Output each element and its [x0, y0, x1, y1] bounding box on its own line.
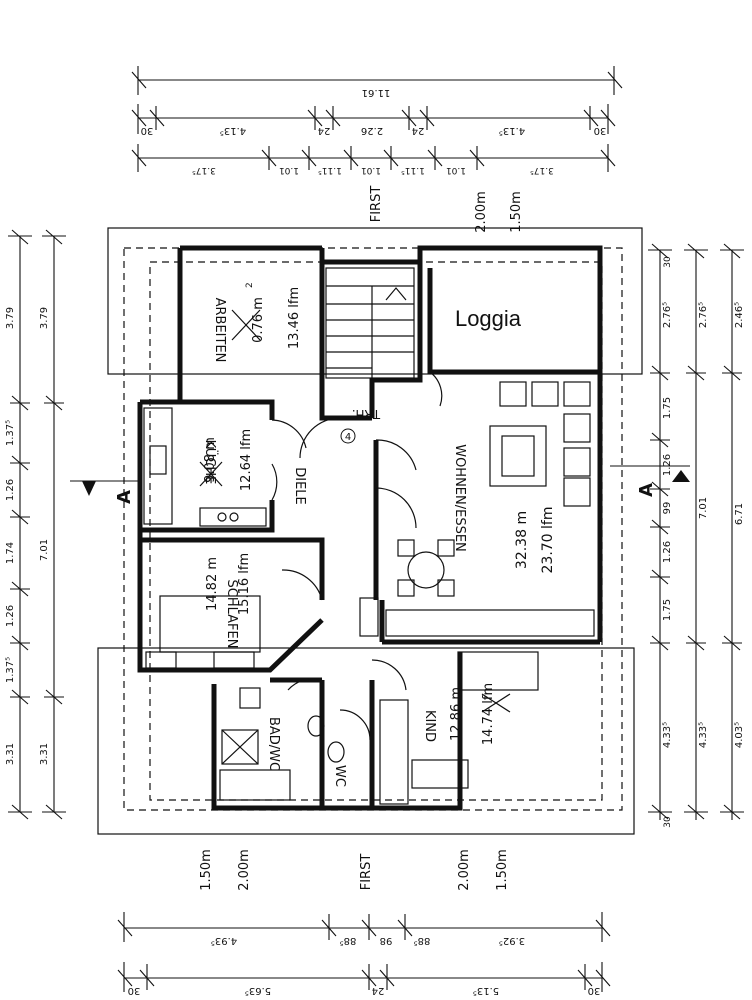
dim-right-o-4: 99 [662, 502, 673, 515]
dim-left-o-0: 3.79 [5, 307, 16, 329]
left-dimensions: 3.79 1.37⁵ 1.26 1.74 1.26 1.37⁵ 3.31 3.7… [5, 229, 66, 820]
stair-number: 4 [345, 432, 351, 443]
doors [271, 371, 443, 741]
right-dimensions: 30 2.76⁵ 1.75 1.26 99 1.26 1.75 4.33⁵ 30… [648, 243, 745, 828]
room-kuche-lfm: 12.64 lfm [239, 429, 254, 491]
top-dimensions: 11.61 30 4.13⁵ 24 2.26 24 4.13⁵ 30 3.17⁵… [131, 66, 623, 175]
dim-right-t-1: 6.71 [734, 503, 745, 525]
dim-right-i-1: 7.01 [698, 497, 709, 519]
dim-bottom-r2-3: 5.13⁵ [473, 985, 499, 996]
dim-top-r2-5: 4.13⁵ [499, 125, 525, 136]
dim-top-r2-4: 24 [412, 125, 425, 136]
roof-first-bottom: FIRST [359, 854, 374, 891]
walls [137, 245, 603, 811]
dim-right-t-0: 2.46⁵ [734, 302, 745, 328]
room-kind-area: 12.86 m [449, 687, 464, 741]
dim-right-i-0: 2.76⁵ [698, 302, 709, 328]
room-wohnen-lfm: 23.70 lfm [540, 507, 556, 574]
dim-top-r2-0: 30 [141, 125, 154, 136]
dim-bottom-r1-0: 4.93⁵ [211, 935, 237, 946]
dim-top-r2-1: 4.13⁵ [220, 125, 246, 136]
dim-top-total: 11.61 [362, 87, 391, 98]
dim-top-r2-6: 30 [594, 125, 607, 136]
room-arbeiten-area-exp: 2 [245, 282, 255, 288]
room-schlafen-lfm: 15.16 lfm [237, 553, 252, 615]
dim-bottom-r2-0: 30 [128, 985, 141, 996]
dim-top-r2-2: 24 [318, 125, 331, 136]
room-wohnen-area: 32.38 m [514, 511, 530, 569]
dim-right-o-1: 2.76⁵ [662, 302, 673, 328]
dim-right-o-3: 1.26 [662, 454, 673, 476]
dim-left-i-1: 7.01 [39, 539, 50, 561]
dim-bottom-r1-3: 88⁵ [414, 935, 431, 946]
section-marker-right: A [610, 465, 690, 497]
room-kind-lfm: 14.74 lfm [481, 683, 496, 745]
dim-bottom-r2-4: 30 [588, 985, 601, 996]
dim-left-o-2: 1.26 [5, 479, 16, 501]
bottom-dimensions: 4.93⁵ 88⁵ 98 88⁵ 3.92⁵ 30 5.63⁵ 24 5.13⁵… [117, 912, 611, 996]
dim-right-o-6: 1.75 [662, 599, 673, 621]
section-label-left: A [114, 490, 135, 504]
dim-bottom-r2-1: 5.63⁵ [245, 985, 271, 996]
room-wc: WC [332, 765, 347, 787]
room-arbeiten-area: 0.76 m [251, 297, 266, 343]
roof-first-top: FIRST [369, 186, 384, 223]
room-kind: KIND [422, 710, 437, 742]
dim-bottom-r2-2: 24 [372, 985, 385, 996]
room-arbeiten: ARBEITEN [212, 298, 227, 363]
dim-top-r3-4: 1.11⁵ [401, 165, 425, 175]
room-schlafen-area: 14.82 m [205, 557, 220, 611]
dim-left-o-4: 1.26 [5, 605, 16, 627]
roof-150-top: 1.50m [509, 191, 524, 233]
dim-right-t-2: 4.03⁵ [734, 722, 745, 748]
room-kuche-area: 9.08 m [203, 437, 218, 483]
dim-top-r3-3: 1.01 [361, 165, 381, 175]
dim-left-o-3: 1.74 [5, 542, 16, 564]
room-kuche: KÜCHE [202, 440, 219, 485]
dim-top-r3-1: 1.01 [279, 165, 299, 175]
dim-right-o-7: 4.33⁵ [662, 722, 673, 748]
room-wohnen: WOHNEN/ESSEN [452, 444, 467, 552]
dim-left-o-1: 1.37⁵ [5, 420, 16, 446]
dim-top-r3-5: 1.01 [446, 165, 466, 175]
dim-right-o-8: 30 [663, 816, 673, 828]
dim-bottom-r1-4: 3.92⁵ [499, 935, 525, 946]
room-loggia: Loggia [455, 306, 522, 331]
dim-left-i-2: 3.31 [39, 743, 50, 765]
dim-bottom-r1-1: 88⁵ [340, 935, 357, 946]
dim-right-o-0: 30 [663, 256, 673, 268]
dim-left-o-6: 3.31 [5, 743, 16, 765]
section-marker-left: A [70, 480, 140, 504]
dim-bottom-r1-2: 98 [380, 935, 393, 946]
roof-200-left: 2.00m [237, 849, 252, 891]
stairs [325, 267, 415, 379]
roof-150-bottom: 1.50m [495, 849, 510, 891]
roof-200-bottom: 2.00m [457, 849, 472, 891]
stair-label: TRH. [352, 407, 381, 421]
dim-top-r3-0: 3.17⁵ [192, 165, 216, 175]
dim-top-r3-2: 1.11⁵ [318, 165, 342, 175]
section-label-right: A [636, 483, 657, 497]
dim-top-r2-3: 2.26 [361, 125, 383, 136]
roof-200-top: 2.00m [474, 191, 489, 233]
roof-150-left: 1.50m [199, 849, 214, 891]
dim-top-r3-6: 3.17⁵ [530, 165, 554, 175]
dim-right-o-2: 1.75 [662, 397, 673, 419]
dim-left-o-5: 1.37⁵ [5, 657, 16, 683]
dim-right-o-5: 1.26 [662, 541, 673, 563]
dim-left-i-0: 3.79 [39, 307, 50, 329]
dim-right-i-2: 4.33⁵ [698, 722, 709, 748]
room-arbeiten-lfm: 13.46 lfm [287, 287, 302, 349]
room-diele: DIELE [292, 467, 307, 505]
room-bad: BAD/WC [266, 717, 281, 771]
room-schlafen: SCHLAFEN [224, 580, 239, 649]
furniture [143, 309, 595, 805]
